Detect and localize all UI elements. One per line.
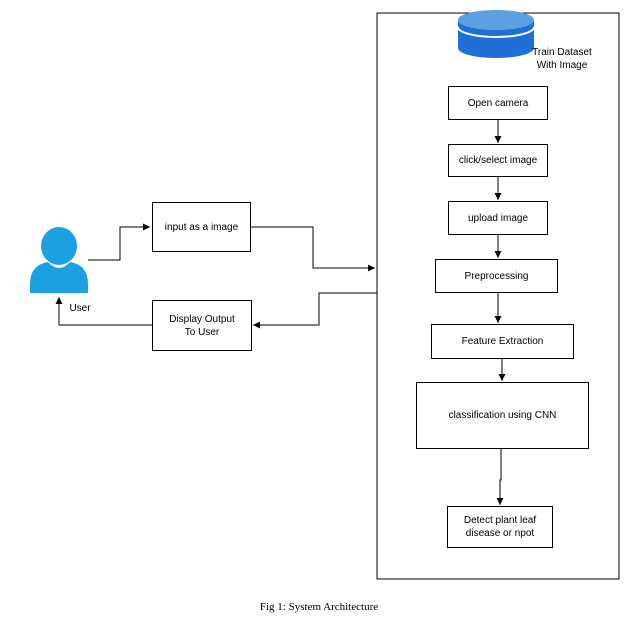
classification-label: classification using CNN [448,410,557,421]
display-output-label: Display Output To User [169,313,235,338]
preprocessing-box: Preprocessing [435,259,558,293]
arrow-user-to-input [88,223,150,261]
arrow-display-to-user [55,297,152,326]
dataset-label: Train Dataset With Image [532,47,592,71]
feature-extraction-box: Feature Extraction [431,324,574,359]
preprocessing-label: Preprocessing [464,270,529,282]
detect-disease-box: Detect plant leaf disease or npot [447,506,553,548]
input-image-box: input as a image [152,202,251,252]
open-camera-label: Open camera [467,97,529,109]
click-select-label: click/select image [458,155,538,166]
user-icon [30,227,88,293]
input-image-label: input as a image [164,221,239,233]
database-icon [457,10,535,58]
feature-extraction-label: Feature Extraction [461,336,544,347]
arrow-input-to-system [251,226,375,272]
classification-box: classification using CNN [416,382,589,449]
arrow-classification-to-detect [496,449,504,505]
detect-disease-label: Detect plant leaf disease or npot [463,515,537,539]
figure-caption: Fig 1: System Architecture [259,601,379,613]
display-output-box: Display Output To User [152,300,252,351]
open-camera-box: Open camera [448,86,548,120]
user-label: User [69,303,91,314]
upload-image-box: upload image [448,201,548,235]
click-select-box: click/select image [448,144,548,177]
upload-image-label: upload image [467,212,529,224]
arrow-system-to-display [253,292,377,329]
